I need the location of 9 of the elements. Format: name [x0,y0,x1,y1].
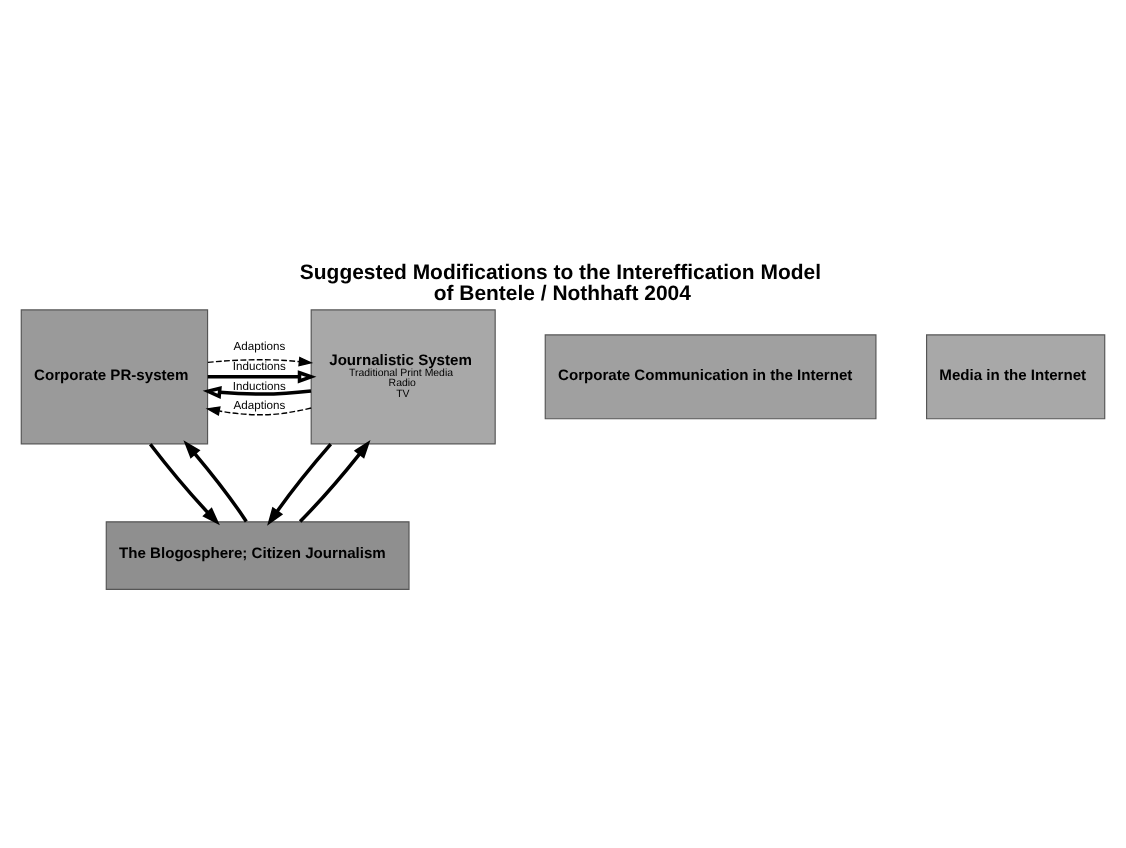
arrow [267,443,333,526]
arrow [298,440,371,523]
diagram-title: Suggested Modifications to the Intereffication Model of Bentele / Nothhaft 2004 [299,262,822,306]
arrow [183,440,248,523]
arrow [205,406,312,417]
arrow [207,356,314,367]
arrow [207,370,317,384]
arrow [202,385,312,399]
arrow [148,443,220,526]
